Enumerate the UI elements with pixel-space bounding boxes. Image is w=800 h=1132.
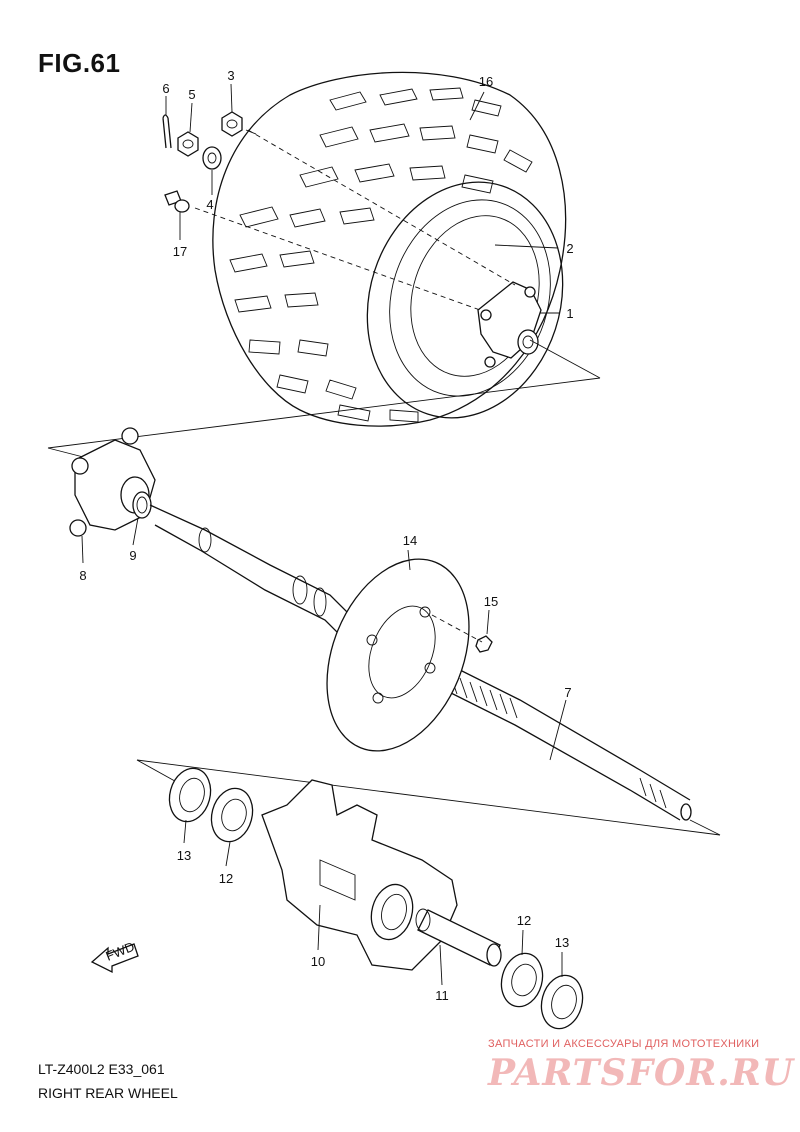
callout-17: 17 (173, 244, 187, 259)
bearing-12-left (210, 787, 254, 843)
fwd-arrow-icon: FWD (90, 939, 139, 974)
rear-hub-8 (69, 427, 156, 537)
callout-7: 7 (564, 685, 571, 700)
oil-seal-13-right (540, 974, 584, 1030)
callout-4: 4 (206, 197, 213, 212)
callout-leaders (81, 83, 567, 986)
callout-6: 6 (162, 81, 169, 96)
callout-14: 14 (403, 533, 417, 548)
callout-11: 11 (435, 988, 449, 1003)
wheel-hub-1 (477, 281, 542, 368)
spacer-11 (415, 908, 502, 967)
axle-housing-10 (261, 779, 458, 971)
castle-nut-5 (177, 131, 199, 157)
callout-9: 9 (129, 548, 136, 563)
bolt-15 (475, 635, 493, 653)
callout-2: 2 (566, 241, 573, 256)
brake-disc-14 (326, 558, 470, 752)
cotter-pin-6 (162, 114, 172, 149)
watermark-logo: PARTSFOR.RU (488, 1052, 795, 1094)
nut-3 (221, 111, 243, 137)
callout-13-right: 13 (555, 935, 569, 950)
valve-stem-17 (164, 190, 190, 213)
callout-3: 3 (227, 68, 234, 83)
figure-title: FIG.61 (38, 48, 121, 78)
callout-12-left: 12 (219, 871, 233, 886)
tire (212, 71, 567, 427)
callout-1: 1 (566, 306, 573, 321)
bearing-12-right (500, 952, 544, 1008)
oil-seal-9 (132, 491, 152, 519)
oil-seal-13-left (168, 767, 212, 823)
model-code: LT-Z400L2 E33_061 (38, 1061, 165, 1077)
figure-caption: RIGHT REAR WHEEL (38, 1085, 178, 1101)
callout-15: 15 (484, 594, 498, 609)
callout-5: 5 (188, 87, 195, 102)
washer-4 (202, 146, 222, 170)
callout-10: 10 (311, 954, 325, 969)
callout-12-right: 12 (517, 913, 531, 928)
callout-8: 8 (79, 568, 86, 583)
callout-16: 16 (479, 74, 493, 89)
watermark-tagline: ЗАПЧАСТИ И АКСЕССУАРЫ ДЛЯ МОТОТЕХНИКИ (488, 1038, 760, 1050)
callout-13-left: 13 (177, 848, 191, 863)
